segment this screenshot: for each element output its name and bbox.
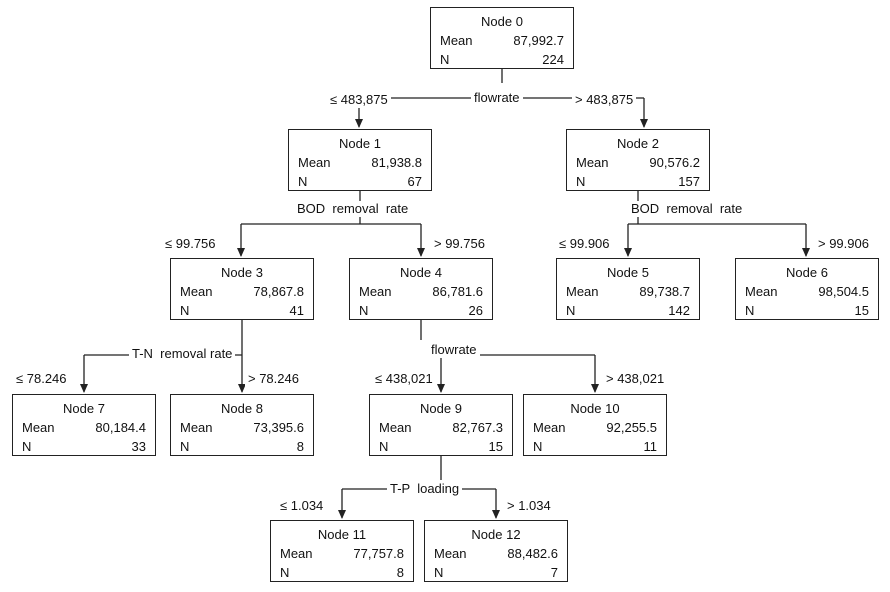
split-2-variable: BOD removal rate — [628, 201, 746, 217]
n-label: N — [745, 303, 755, 318]
node-4-mean: 86,781.6 — [432, 284, 483, 299]
split-2-right-condition: > 99.906 — [815, 236, 872, 252]
split-0-variable: flowrate — [471, 90, 523, 106]
node-4-box: Node 4 Mean 86,781.6 N 26 — [349, 258, 493, 320]
n-label: N — [180, 303, 190, 318]
mean-label: Mean — [379, 420, 412, 435]
node-11-box: Node 11 Mean 77,757.8 N 8 — [270, 520, 414, 582]
n-label: N — [359, 303, 369, 318]
mean-label: Mean — [298, 155, 331, 170]
node-5-title: Node 5 — [607, 265, 649, 280]
node-5-box: Node 5 Mean 89,738.7 N 142 — [556, 258, 700, 320]
node-8-n: 8 — [296, 439, 304, 454]
node-3-title: Node 3 — [221, 265, 263, 280]
split-4-left-condition: ≤ 438,021 — [372, 371, 436, 387]
node-2-n: 157 — [678, 174, 700, 189]
n-label: N — [533, 439, 543, 454]
node-1-n: 67 — [407, 174, 422, 189]
split-5-variable: T-P loading — [387, 481, 463, 497]
mean-label: Mean — [566, 284, 599, 299]
node-3-mean: 78,867.8 — [253, 284, 304, 299]
node-5-n: 142 — [668, 303, 690, 318]
n-label: N — [180, 439, 190, 454]
n-label: N — [22, 439, 32, 454]
n-label: N — [434, 565, 444, 580]
mean-label: Mean — [359, 284, 392, 299]
split-2-left-condition: ≤ 99.906 — [556, 236, 613, 252]
node-6-title: Node 6 — [786, 265, 828, 280]
node-0-box: Node 0 Mean 87,992.7 N 224 — [430, 7, 574, 69]
mean-label: Mean — [745, 284, 778, 299]
mean-label: Mean — [22, 420, 55, 435]
split-5-left-condition: ≤ 1.034 — [277, 498, 327, 514]
mean-label: Mean — [180, 420, 213, 435]
node-7-title: Node 7 — [63, 401, 105, 416]
node-4-title: Node 4 — [400, 265, 442, 280]
node-10-mean: 92,255.5 — [606, 420, 657, 435]
split-3-right-condition: > 78.246 — [245, 371, 302, 387]
node-9-mean: 82,767.3 — [452, 420, 503, 435]
split-4-variable: flowrate — [428, 342, 480, 358]
split-0-right-condition: > 483,875 — [572, 92, 637, 108]
split-3-left-condition: ≤ 78.246 — [13, 371, 70, 387]
node-7-box: Node 7 Mean 80,184.4 N 33 — [12, 394, 156, 456]
mean-label: Mean — [180, 284, 213, 299]
mean-label: Mean — [440, 33, 473, 48]
node-3-box: Node 3 Mean 78,867.8 N 41 — [170, 258, 314, 320]
n-label: N — [440, 52, 450, 67]
node-2-box: Node 2 Mean 90,576.2 N 157 — [566, 129, 710, 191]
node-6-mean: 98,504.5 — [818, 284, 869, 299]
node-1-mean: 81,938.8 — [371, 155, 422, 170]
node-1-title: Node 1 — [339, 136, 381, 151]
node-10-n: 11 — [643, 439, 658, 454]
node-11-mean: 77,757.8 — [353, 546, 404, 561]
node-11-title: Node 11 — [317, 527, 367, 542]
n-label: N — [576, 174, 586, 189]
node-9-n: 15 — [488, 439, 503, 454]
node-11-n: 8 — [396, 565, 404, 580]
node-1-box: Node 1 Mean 81,938.8 N 67 — [288, 129, 432, 191]
split-0-left-condition: ≤ 483,875 — [327, 92, 391, 108]
split-3-variable: T-N removal rate — [129, 346, 236, 362]
node-3-n: 41 — [289, 303, 304, 318]
split-4-right-condition: > 438,021 — [603, 371, 668, 387]
node-7-n: 33 — [131, 439, 146, 454]
n-label: N — [298, 174, 308, 189]
node-10-title: Node 10 — [570, 401, 620, 416]
mean-label: Mean — [434, 546, 467, 561]
node-6-box: Node 6 Mean 98,504.5 N 15 — [735, 258, 879, 320]
node-8-mean: 73,395.6 — [253, 420, 304, 435]
mean-label: Mean — [533, 420, 566, 435]
node-12-mean: 88,482.6 — [507, 546, 558, 561]
node-0-mean: 87,992.7 — [513, 33, 564, 48]
node-12-n: 7 — [550, 565, 558, 580]
node-12-box: Node 12 Mean 88,482.6 N 7 — [424, 520, 568, 582]
mean-label: Mean — [576, 155, 609, 170]
split-5-right-condition: > 1.034 — [504, 498, 554, 514]
node-0-title: Node 0 — [481, 14, 523, 29]
node-0-n: 224 — [542, 52, 564, 67]
node-2-title: Node 2 — [617, 136, 659, 151]
node-6-n: 15 — [854, 303, 869, 318]
split-1-right-condition: > 99.756 — [431, 236, 488, 252]
n-label: N — [566, 303, 576, 318]
node-7-mean: 80,184.4 — [95, 420, 146, 435]
split-1-left-condition: ≤ 99.756 — [162, 236, 219, 252]
node-10-box: Node 10 Mean 92,255.5 N 11 — [523, 394, 667, 456]
node-8-title: Node 8 — [221, 401, 263, 416]
node-8-box: Node 8 Mean 73,395.6 N 8 — [170, 394, 314, 456]
n-label: N — [379, 439, 389, 454]
node-9-title: Node 9 — [420, 401, 462, 416]
node-12-title: Node 12 — [471, 527, 521, 542]
split-1-variable: BOD removal rate — [294, 201, 412, 217]
n-label: N — [280, 565, 290, 580]
node-2-mean: 90,576.2 — [649, 155, 700, 170]
mean-label: Mean — [280, 546, 313, 561]
node-5-mean: 89,738.7 — [639, 284, 690, 299]
node-9-box: Node 9 Mean 82,767.3 N 15 — [369, 394, 513, 456]
node-4-n: 26 — [468, 303, 483, 318]
